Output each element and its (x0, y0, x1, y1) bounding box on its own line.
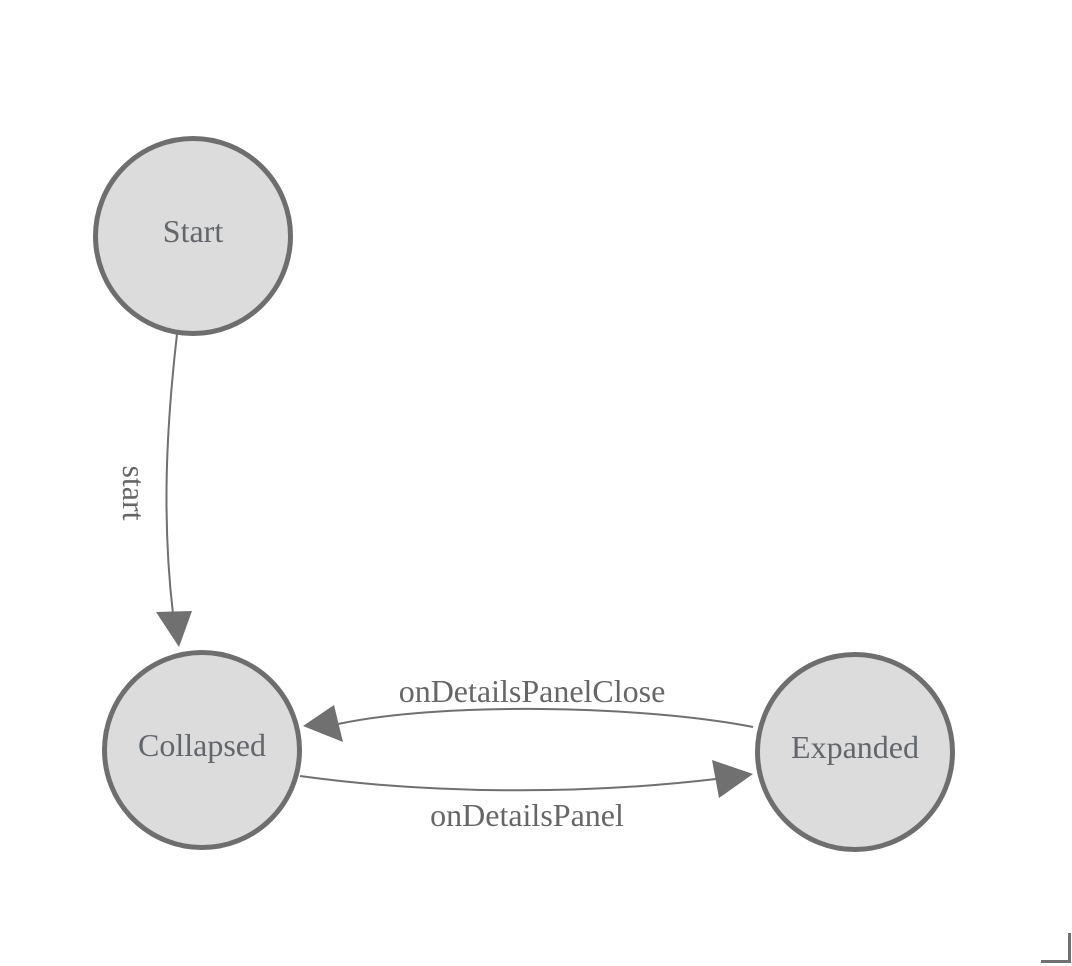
edge-expanded-to-collapsed: onDetailsPanelClose (303, 673, 754, 742)
node-label-collapsed: Collapsed (138, 727, 266, 763)
state-circle-expanded[interactable] (755, 652, 955, 852)
node-expanded[interactable]: Expanded (755, 652, 955, 852)
resize-corner-handle[interactable] (1041, 933, 1071, 963)
state-circle-start[interactable] (93, 136, 293, 336)
arrowhead-down-icon (156, 611, 192, 647)
arrowhead-right-icon (712, 760, 753, 798)
edge-start-to-collapsed: start (116, 333, 192, 647)
arrowhead-left-icon (303, 705, 343, 742)
node-label-start: Start (163, 213, 224, 249)
edge-label-ondetailspanelclose: onDetailsPanelClose (399, 673, 666, 709)
state-circle-collapsed[interactable] (102, 650, 302, 850)
edge-line (299, 775, 717, 792)
node-label-expanded: Expanded (791, 729, 919, 765)
edge-label-start: start (116, 465, 152, 520)
node-collapsed[interactable]: Collapsed (102, 650, 302, 850)
edge-label-ondetailspanel: onDetailsPanel (430, 797, 624, 833)
edge-line (337, 707, 754, 728)
edge-line (165, 333, 178, 615)
node-start[interactable]: Start (93, 136, 293, 336)
edge-collapsed-to-expanded: onDetailsPanel (299, 760, 753, 833)
